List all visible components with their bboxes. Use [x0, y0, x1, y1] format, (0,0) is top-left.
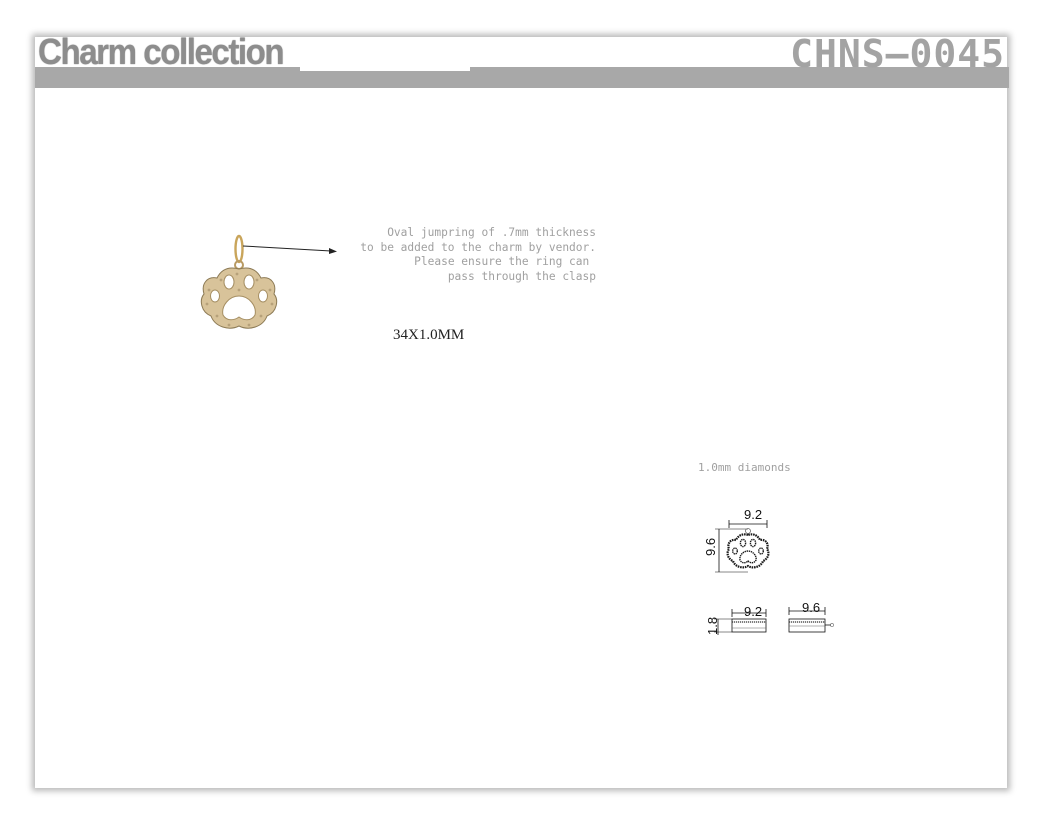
front-height-dim: 9.6 — [703, 537, 718, 556]
spec-sheet: Charm collection CHNS—0045 Oval jumpr — [35, 31, 1009, 788]
jumpring-note: Oval jumpring of .7mm thickness to be ad… — [285, 226, 596, 284]
page-title: Charm collection — [38, 31, 285, 72]
arrow-icon — [242, 245, 337, 254]
note-line: pass through the clasp — [447, 269, 596, 283]
title-mask — [300, 65, 470, 71]
side-width-dim-a: 9.2 — [744, 604, 763, 619]
paw-charm-render — [200, 234, 278, 329]
front-width-dim: 9.2 — [744, 507, 763, 522]
product-code: CHNS—0045 — [790, 32, 1005, 76]
side-width-dim-b: 9.6 — [802, 600, 821, 615]
diamonds-label: 1.0mm diamonds — [698, 461, 791, 474]
side-view-drawings — [714, 607, 834, 635]
note-line: to be added to the charm by vendor. — [360, 240, 596, 254]
note-line: Oval jumpring of .7mm thickness — [387, 226, 596, 239]
note-line: Please ensure the ring can — [414, 255, 596, 268]
side-thickness-dim: 1.8 — [705, 616, 720, 635]
paw-charm-drawing — [715, 520, 770, 573]
header-band — [35, 67, 1009, 88]
size-label: 34X1.0MM — [393, 327, 465, 343]
